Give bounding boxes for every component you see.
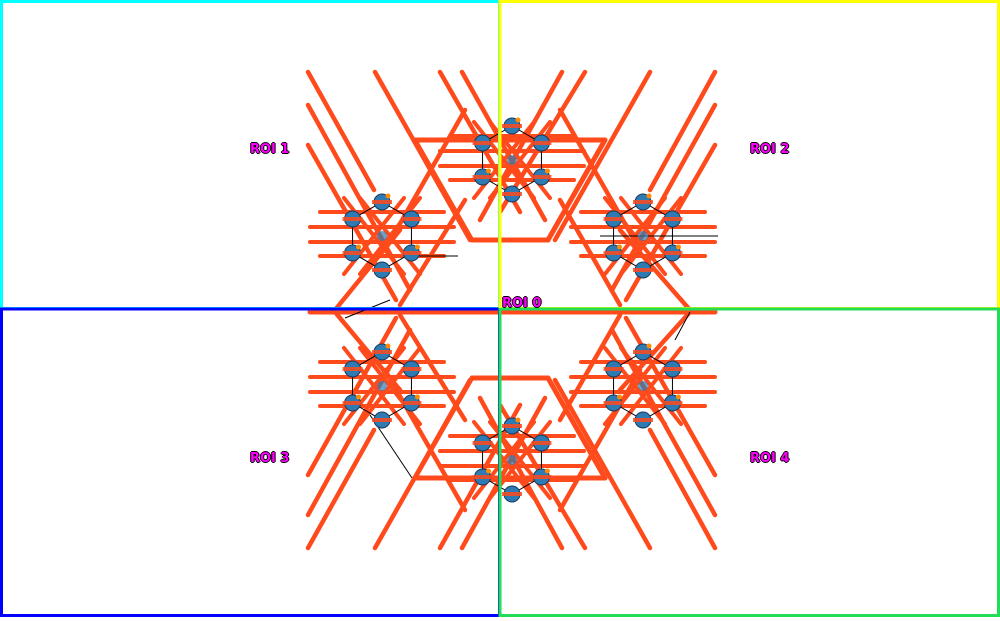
node-bar [372, 350, 392, 354]
node-center [507, 155, 517, 165]
node-bar [531, 475, 552, 479]
node-bar [502, 192, 522, 196]
node-accent [356, 244, 362, 250]
node-accent [544, 168, 550, 174]
diagonal-stripe [305, 69, 377, 193]
frame-stripe [412, 375, 475, 481]
node-bar [372, 418, 392, 422]
node-bar [342, 367, 363, 371]
node-bar [401, 401, 422, 405]
diagonal-stripe [647, 69, 718, 193]
node-bar [472, 475, 493, 479]
node-bar [342, 251, 363, 255]
node-bar [472, 441, 493, 445]
node-bar [531, 175, 552, 179]
roi-label-0: ROI 0 [502, 296, 542, 311]
node-bar [603, 251, 624, 255]
node-bar [342, 217, 363, 221]
node-bar [372, 268, 392, 272]
node-bar [401, 367, 422, 371]
node-bar [472, 141, 493, 145]
node-bar [662, 401, 683, 405]
node-center [507, 455, 517, 465]
node-accent [486, 168, 492, 174]
diagonal-stripe [397, 197, 468, 308]
frame-stripe [545, 137, 608, 243]
diagonal-stripe [552, 377, 653, 551]
node-bar [531, 141, 552, 145]
node-bar [342, 401, 363, 405]
diagonal-stripe [397, 312, 468, 423]
node-accent [544, 468, 550, 474]
diagonal-stripe [477, 395, 565, 551]
node-center [638, 231, 648, 241]
node-accent [385, 193, 391, 199]
node-accent [414, 394, 420, 400]
node-accent [414, 244, 420, 250]
node-bar [502, 124, 522, 128]
node-bar [472, 175, 493, 179]
node-accent [515, 117, 521, 123]
node-bar [372, 200, 392, 204]
node-bar [603, 367, 624, 371]
node-bar [502, 424, 522, 428]
diagonal-stripe [647, 427, 718, 551]
node-bar [401, 217, 422, 221]
node-accent [617, 394, 623, 400]
node-layer [342, 117, 683, 503]
diagonal-stripe [552, 69, 653, 243]
node-bar [662, 217, 683, 221]
roi-label-3: ROI 3 [250, 451, 290, 466]
node-accent [617, 244, 623, 250]
node-bar [401, 251, 422, 255]
node-bar [633, 418, 653, 422]
node-bar [633, 268, 653, 272]
node-accent [675, 394, 681, 400]
node-center [377, 231, 387, 241]
node-accent [646, 343, 652, 349]
node-bar [633, 200, 653, 204]
node-accent [385, 343, 391, 349]
node-bar [603, 401, 624, 405]
roi-frame-4 [498, 307, 1000, 617]
connector-line [674, 311, 691, 341]
node-center [638, 381, 648, 391]
frame-stripe [545, 375, 608, 481]
node-bar [633, 350, 653, 354]
node-center [377, 381, 387, 391]
node-accent [486, 468, 492, 474]
roi-label-4: ROI 4 [750, 451, 790, 466]
node-accent [646, 193, 652, 199]
diagonal-stripe [305, 427, 377, 551]
node-bar [531, 441, 552, 445]
node-accent [515, 417, 521, 423]
node-bar [502, 492, 522, 496]
node-accent [675, 244, 681, 250]
roi-label-2: ROI 2 [750, 142, 790, 157]
node-bar [662, 251, 683, 255]
roi-label-1: ROI 1 [250, 142, 290, 157]
frame-stripe [412, 137, 475, 243]
node-accent [356, 394, 362, 400]
node-bar [603, 217, 624, 221]
node-bar [662, 367, 683, 371]
